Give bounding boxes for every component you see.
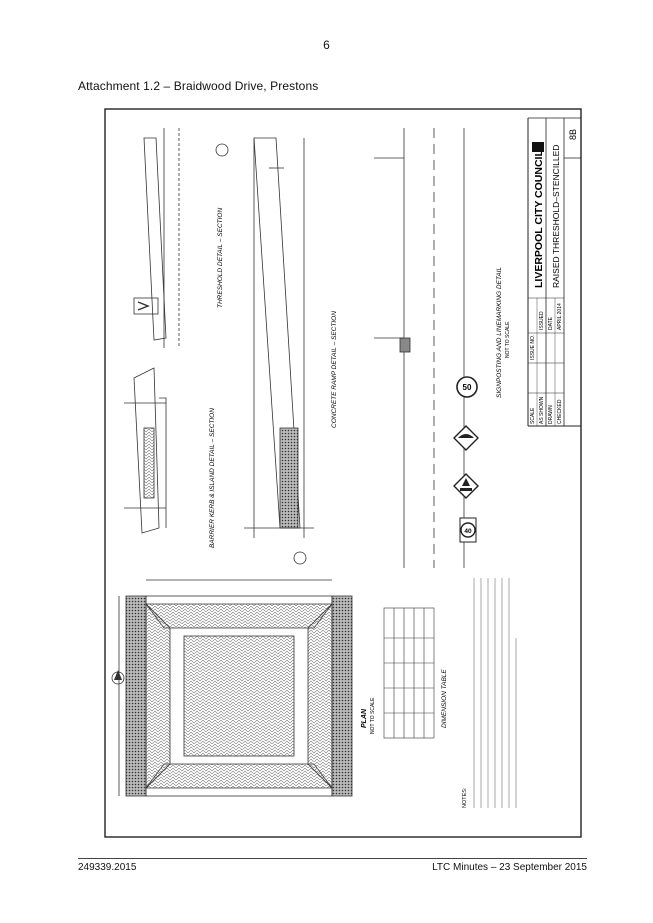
footer-document-number: 249339.2015: [78, 862, 137, 873]
label-date-value: APRIL 2014: [557, 303, 563, 330]
label-issue-no: ISSUE NO.: [530, 335, 536, 360]
footer-rule: [78, 858, 587, 859]
title-block: LIVERPOOL CITY COUNCIL RAISED THRESHOLD–…: [527, 117, 581, 427]
council-name: LIVERPOOL CITY COUNCIL: [533, 150, 545, 288]
speed-sign-50-text: 50: [463, 383, 472, 392]
concrete-ramp-detail: [244, 137, 314, 538]
label-date: DATE: [548, 316, 554, 330]
label-checked: CHECKED: [557, 399, 563, 424]
label-drawn: DRAWN: [548, 405, 554, 424]
ramp-detail-title: CONCRETE RAMP DETAIL – SECTION: [331, 311, 338, 428]
council-logo: [532, 142, 544, 152]
notes-lines: [473, 578, 517, 808]
engineering-drawing: LIVERPOOL CITY COUNCIL RAISED THRESHOLD–…: [104, 108, 582, 838]
speed-sign-40: [460, 522, 476, 538]
label-as-shown: AS SHOWN: [539, 396, 545, 424]
label-scale: SCALE: [530, 407, 536, 424]
signpost-detail-scale: NOT TO SCALE: [505, 321, 511, 358]
label-issued: ISSUED: [539, 311, 545, 330]
threshold-plan: [111, 579, 353, 797]
page-heading: Attachment 1.2 – Braidwood Drive, Presto…: [78, 79, 319, 93]
road-signs: 50 40: [453, 376, 479, 543]
drawing-title: RAISED THRESHOLD–STENCILLED: [551, 145, 561, 288]
plan-title: PLAN: [361, 708, 368, 728]
footer-meeting-reference: LTC Minutes – 23 September 2015: [432, 862, 587, 873]
threshold-detail-title: THRESHOLD DETAIL – SECTION: [217, 208, 224, 308]
dimension-table-title: DIMENSION TABLE: [441, 669, 448, 728]
signpost-detail-title: SIGNPOSTING AND LINEMARKING DETAIL: [496, 267, 503, 398]
section-marker-1: [215, 143, 229, 157]
sheet-border: [104, 108, 582, 838]
page-number: 6: [323, 38, 330, 52]
speed-sign-40-text: 40: [464, 528, 472, 535]
plan-scale: NOT TO SCALE: [370, 697, 376, 734]
sheet-number: 8B: [568, 129, 578, 140]
threshold-section-detail: [133, 128, 180, 348]
speed-sign-50: [456, 376, 478, 398]
dimension-table: [383, 607, 435, 739]
section-marker-2: [293, 551, 307, 565]
barrier-detail-title: BARRIER KERB & ISLAND DETAIL – SECTION: [209, 408, 216, 548]
barrier-kerb-detail: [124, 367, 167, 534]
notes-title: NOTES:: [462, 787, 468, 808]
linemarking-detail: [374, 128, 465, 568]
